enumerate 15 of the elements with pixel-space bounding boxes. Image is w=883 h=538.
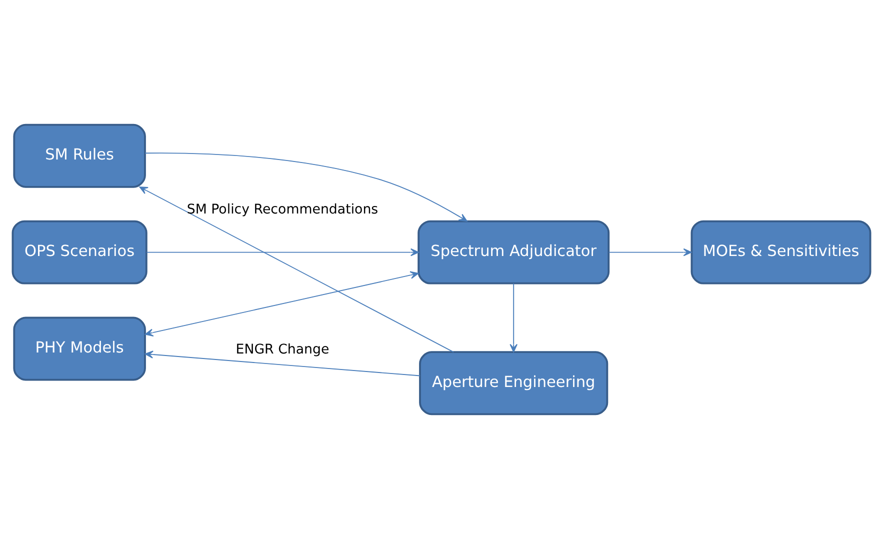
edge-label: ENGR Change	[236, 342, 330, 358]
edge-label: SM Policy Recommendations	[186, 202, 378, 217]
arrow	[510, 282, 518, 352]
arrow	[146, 248, 419, 256]
arrow	[608, 248, 692, 256]
arrow	[144, 152, 468, 222]
node-box: Spectrum Adjudicator	[418, 220, 610, 284]
node-box: Aperture Engineering	[419, 350, 608, 415]
arrow	[139, 186, 454, 352]
arrow	[144, 350, 420, 376]
arrow	[144, 270, 419, 336]
node-box: SM Rules	[13, 123, 146, 188]
node-box: OPS Scenarios	[12, 220, 148, 284]
node-box: MOEs & Sensitivities	[690, 220, 872, 284]
node-box: PHY Models	[13, 316, 146, 380]
